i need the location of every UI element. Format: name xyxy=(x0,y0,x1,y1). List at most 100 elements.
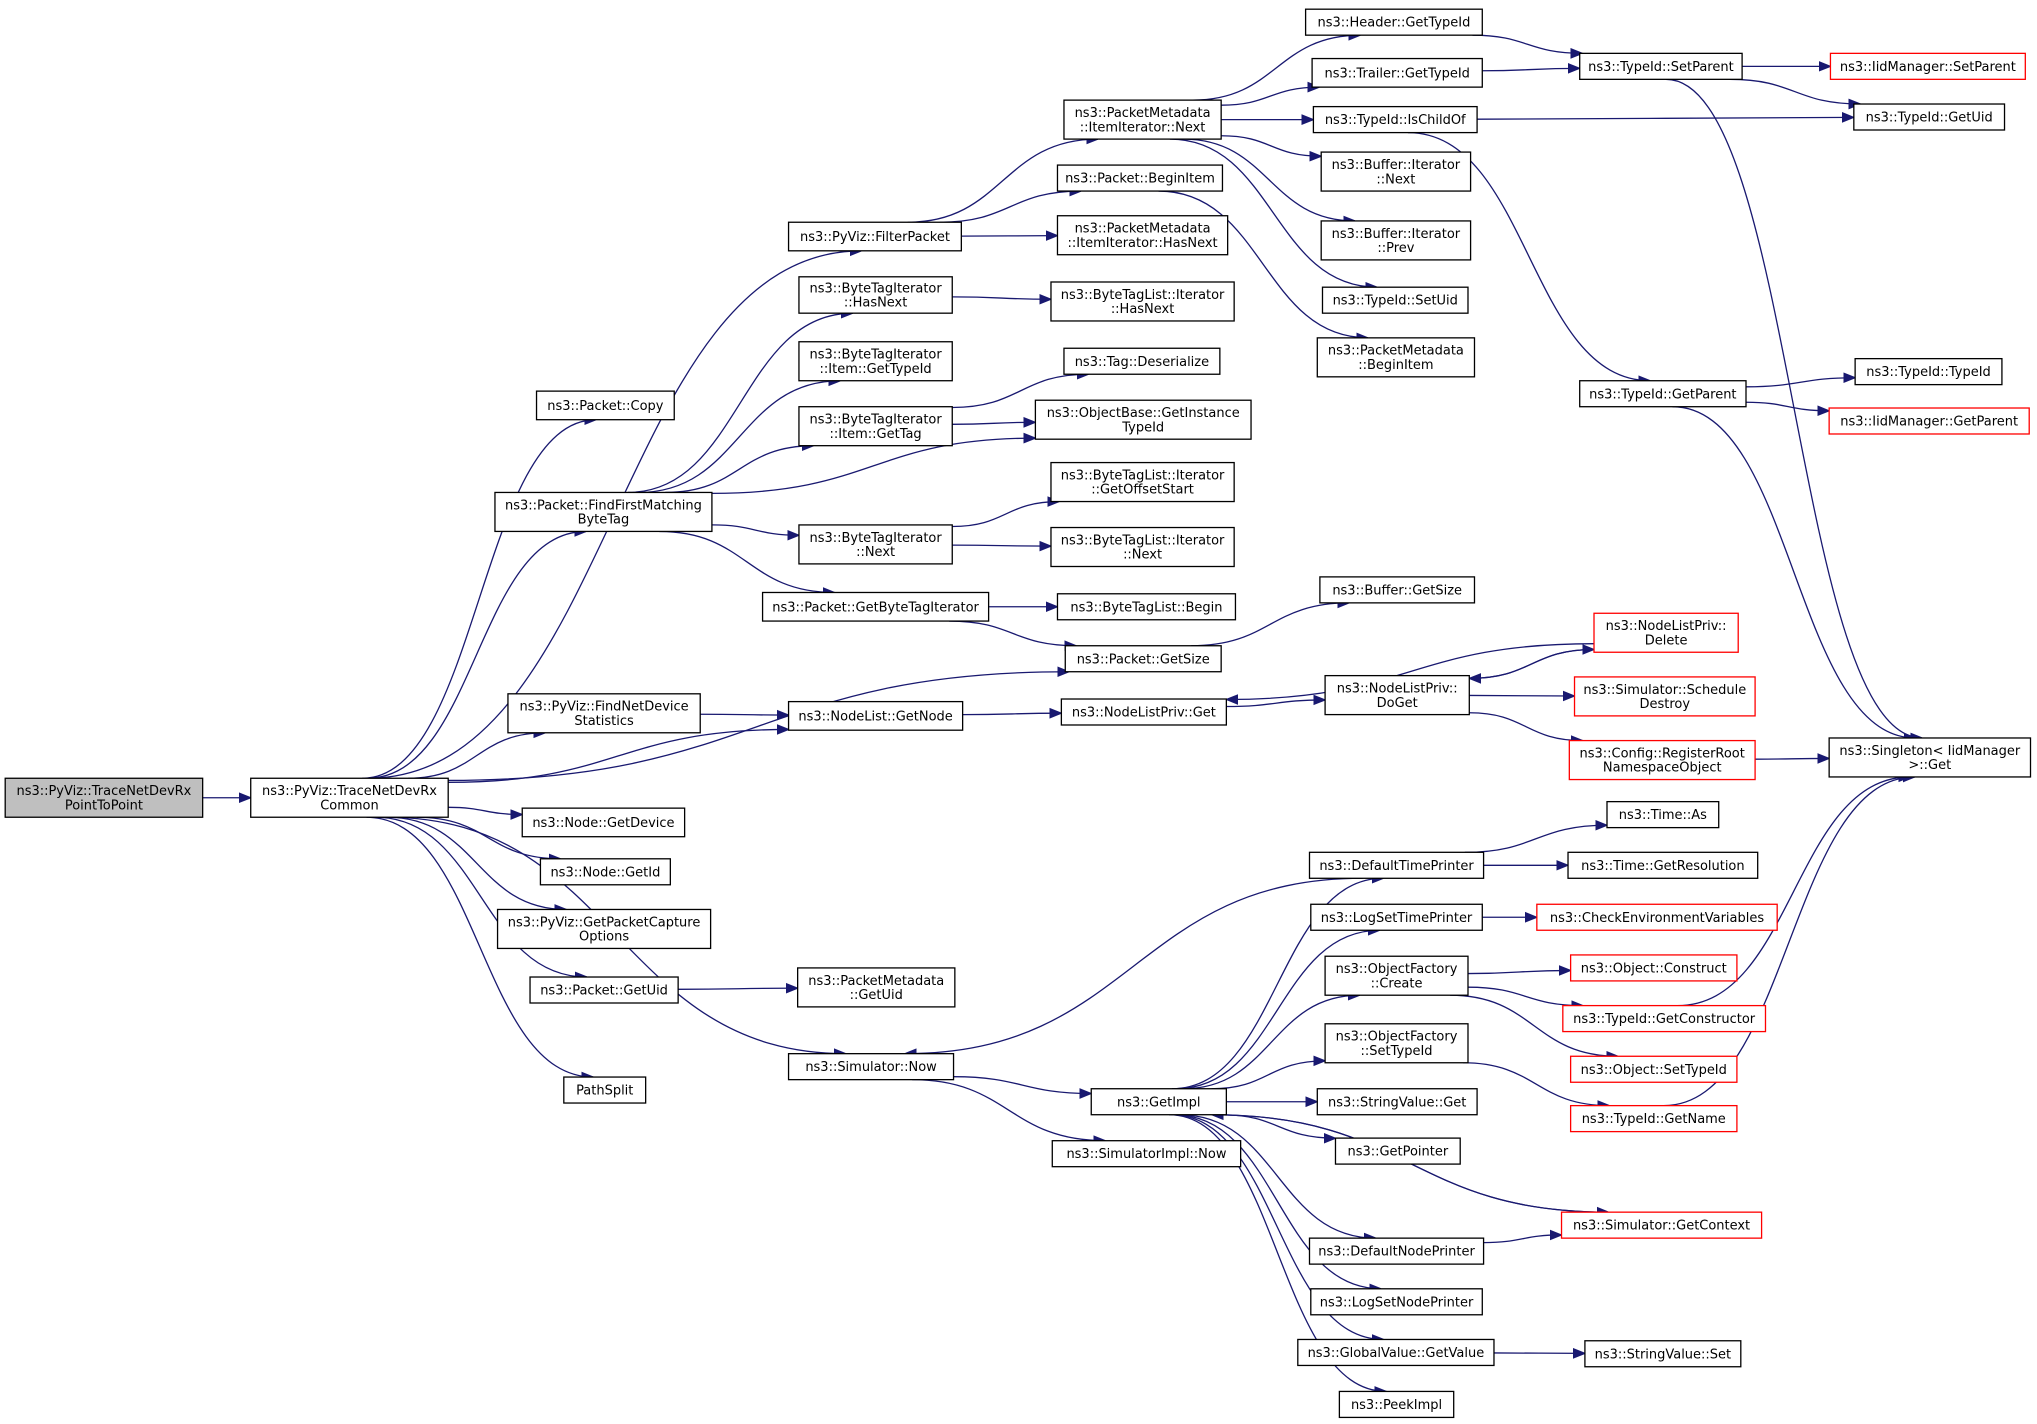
node-box[interactable] xyxy=(1324,1023,1469,1064)
graph-node-pm_next[interactable]: ns3::PacketMetadata::ItemIterator::Next xyxy=(1063,99,1222,140)
node-box[interactable] xyxy=(1579,52,1743,80)
graph-node-nlp_get[interactable]: ns3::NodeListPriv::Get xyxy=(1060,698,1228,726)
graph-node-iid_getparent[interactable]: ns3::IidManager::GetParent xyxy=(1828,407,2030,435)
node-box[interactable] xyxy=(1853,103,2006,131)
graph-node-logsetnode[interactable]: ns3::LogSetNodePrinter xyxy=(1310,1288,1483,1316)
node-box[interactable] xyxy=(1560,1211,1763,1239)
graph-node-doget[interactable]: ns3::NodeListPriv::DoGet xyxy=(1324,674,1470,716)
graph-node-pgetsize[interactable]: ns3::Packet::GetSize xyxy=(1064,645,1222,673)
node-box[interactable] xyxy=(1562,1004,1767,1033)
graph-node-getconstructor[interactable]: ns3::TypeId::GetConstructor xyxy=(1562,1004,1767,1033)
node-box[interactable] xyxy=(1324,674,1470,716)
node-box[interactable] xyxy=(798,524,953,565)
node-box[interactable] xyxy=(1050,281,1235,322)
graph-node-setparent[interactable]: ns3::TypeId::SetParent xyxy=(1579,52,1743,80)
node-box[interactable] xyxy=(1828,407,2030,435)
node-box[interactable] xyxy=(539,858,671,886)
node-box[interactable] xyxy=(787,1053,955,1081)
node-box[interactable] xyxy=(1828,737,2032,778)
node-box[interactable] xyxy=(1050,461,1235,503)
graph-node-of_settypeid[interactable]: ns3::ObjectFactory::SetTypeId xyxy=(1324,1023,1469,1064)
node-box[interactable] xyxy=(1334,1137,1461,1165)
node-box[interactable] xyxy=(787,221,962,252)
node-box[interactable] xyxy=(1320,151,1472,192)
graph-node-btl_next[interactable]: ns3::ByteTagList::Iterator::Next xyxy=(1050,526,1235,568)
node-box[interactable] xyxy=(1050,526,1235,568)
node-box[interactable] xyxy=(1056,164,1224,192)
graph-node-time_as[interactable]: ns3::Time::As xyxy=(1606,800,1720,829)
graph-node-time_res[interactable]: ns3::Time::GetResolution xyxy=(1567,851,1759,879)
node-box[interactable] xyxy=(1304,8,1483,36)
graph-node-getbti[interactable]: ns3::Packet::GetByteTagIterator xyxy=(761,591,990,622)
graph-node-simimplnow[interactable]: ns3::SimulatorImpl::Now xyxy=(1051,1140,1242,1168)
node-box[interactable] xyxy=(1090,1088,1228,1116)
graph-node-beginitem[interactable]: ns3::Packet::BeginItem xyxy=(1056,164,1224,192)
node-box[interactable] xyxy=(1310,903,1483,931)
graph-node-bufgetsize[interactable]: ns3::Buffer::GetSize xyxy=(1319,576,1476,604)
node-box[interactable] xyxy=(1060,698,1228,726)
graph-node-sv_get[interactable]: ns3::StringValue::Get xyxy=(1316,1088,1478,1116)
graph-node-btl_offset[interactable]: ns3::ByteTagList::Iterator::GetOffsetSta… xyxy=(1050,461,1235,503)
graph-node-obj_settypeid[interactable]: ns3::Object::SetTypeId xyxy=(1569,1055,1738,1083)
node-box[interactable] xyxy=(1308,851,1485,879)
node-box[interactable] xyxy=(1829,52,2026,80)
graph-node-getname[interactable]: ns3::TypeId::GetName xyxy=(1569,1104,1738,1133)
graph-node-trl_gettypeid[interactable]: ns3::Trailer::GetTypeId xyxy=(1311,57,1483,88)
graph-node-pm_beginitem[interactable]: ns3::PacketMetadata::BeginItem xyxy=(1316,337,1476,378)
node-box[interactable] xyxy=(1063,347,1221,375)
node-box[interactable] xyxy=(798,276,953,314)
node-box[interactable] xyxy=(1064,645,1222,673)
node-box[interactable] xyxy=(1569,1055,1738,1083)
node-box[interactable] xyxy=(1051,1140,1242,1168)
node-box[interactable] xyxy=(4,777,204,818)
graph-node-hdr_gettypeid[interactable]: ns3::Header::GetTypeId xyxy=(1304,8,1483,36)
node-box[interactable] xyxy=(1324,955,1469,996)
graph-node-of_create[interactable]: ns3::ObjectFactory::Create xyxy=(1324,955,1469,996)
graph-node-defnodeprinter[interactable]: ns3::DefaultNodePrinter xyxy=(1308,1237,1485,1265)
node-box[interactable] xyxy=(1316,1088,1478,1116)
graph-node-gv_getvalue[interactable]: ns3::GlobalValue::GetValue xyxy=(1297,1338,1495,1367)
graph-node-getnode[interactable]: ns3::NodeList::GetNode xyxy=(787,700,964,731)
node-box[interactable] xyxy=(563,1076,647,1104)
graph-node-setuid[interactable]: ns3::TypeId::SetUid xyxy=(1321,286,1469,314)
graph-node-iid_setparent[interactable]: ns3::IidManager::SetParent xyxy=(1829,52,2026,80)
node-box[interactable] xyxy=(1056,593,1237,621)
node-box[interactable] xyxy=(1321,286,1469,314)
graph-node-singleton[interactable]: ns3::Singleton< IidManager>::Get xyxy=(1828,737,2032,778)
node-box[interactable] xyxy=(494,491,713,533)
graph-node-pm_hasnext[interactable]: ns3::PacketMetadata::ItemIterator::HasNe… xyxy=(1056,215,1229,256)
node-box[interactable] xyxy=(1569,954,1738,982)
node-box[interactable] xyxy=(250,777,449,818)
graph-node-peekimpl[interactable]: ns3::PeekImpl xyxy=(1338,1390,1455,1419)
node-box[interactable] xyxy=(535,390,675,421)
graph-node-filter[interactable]: ns3::PyViz::FilterPacket xyxy=(787,221,962,252)
node-box[interactable] xyxy=(521,807,686,838)
graph-node-getid[interactable]: ns3::Node::GetId xyxy=(539,858,671,886)
graph-node-simnow[interactable]: ns3::Simulator::Now xyxy=(787,1053,955,1081)
graph-node-pcopy[interactable]: ns3::Packet::Copy xyxy=(535,390,675,421)
node-box[interactable] xyxy=(1338,1390,1455,1419)
graph-node-pm_getuid[interactable]: ns3::PacketMetadata::GetUid xyxy=(797,967,956,1008)
graph-node-obj_construct[interactable]: ns3::Object::Construct xyxy=(1569,954,1738,982)
node-box[interactable] xyxy=(1063,99,1222,140)
graph-node-btl_hasnext[interactable]: ns3::ByteTagList::Iterator::HasNext xyxy=(1050,281,1235,322)
node-box[interactable] xyxy=(1573,676,1756,717)
graph-node-getpointer[interactable]: ns3::GetPointer xyxy=(1334,1137,1461,1165)
node-box[interactable] xyxy=(798,406,953,447)
node-box[interactable] xyxy=(1311,57,1483,88)
graph-node-getparent[interactable]: ns3::TypeId::GetParent xyxy=(1579,380,1747,408)
node-box[interactable] xyxy=(1319,576,1476,604)
node-box[interactable] xyxy=(798,341,953,382)
graph-node-ischildof[interactable]: ns3::TypeId::IsChildOf xyxy=(1312,105,1478,134)
node-box[interactable] xyxy=(1584,1340,1742,1368)
node-box[interactable] xyxy=(529,976,679,1004)
graph-node-nlp_delete[interactable]: ns3::NodeListPriv::Delete xyxy=(1593,612,1739,653)
node-box[interactable] xyxy=(1606,800,1720,829)
